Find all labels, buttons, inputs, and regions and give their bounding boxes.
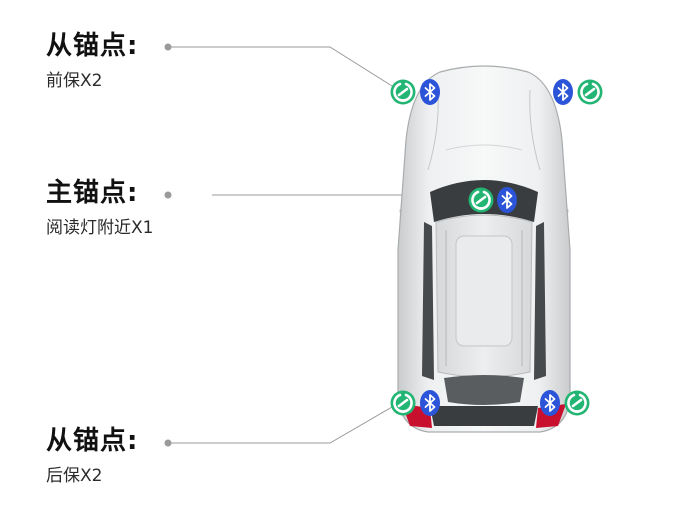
rear-anchor-title: 从锚点:	[46, 426, 139, 456]
bluetooth-icon	[552, 78, 574, 106]
front-anchor-subtitle: 前保X2	[46, 71, 103, 91]
front-leader-line	[168, 46, 393, 87]
bluetooth-icon	[539, 389, 561, 417]
uwb-anchor-icon	[563, 389, 591, 417]
car-top-view	[397, 65, 571, 433]
uwb-anchor-icon	[389, 389, 417, 417]
main-anchor-title: 主锚点:	[46, 178, 139, 208]
main-leader-dot	[164, 191, 172, 199]
bluetooth-icon	[496, 186, 518, 214]
rear-anchor-subtitle: 后保X2	[46, 466, 103, 486]
front-anchor-title: 从锚点:	[46, 31, 139, 61]
uwb-anchor-icon	[467, 186, 495, 214]
leader-lines	[164, 43, 466, 447]
rear-leader-line	[168, 406, 393, 444]
left-side-window	[422, 222, 434, 380]
right-side-window	[534, 222, 546, 380]
bluetooth-icon	[419, 389, 441, 417]
rear-window	[444, 375, 524, 405]
uwb-anchor-icon	[576, 78, 604, 106]
front-anchor-label: 从锚点: 前保X2	[46, 30, 138, 92]
rear-trunk	[430, 406, 538, 426]
main-anchor-label: 主锚点: 阅读灯附近X1	[46, 177, 153, 239]
roof-panel	[455, 235, 513, 347]
rear-anchor-label: 从锚点: 后保X2	[46, 425, 138, 487]
main-anchor-subtitle: 阅读灯附近X1	[46, 218, 154, 238]
bluetooth-icon	[419, 78, 441, 106]
uwb-anchor-icon	[389, 78, 417, 106]
